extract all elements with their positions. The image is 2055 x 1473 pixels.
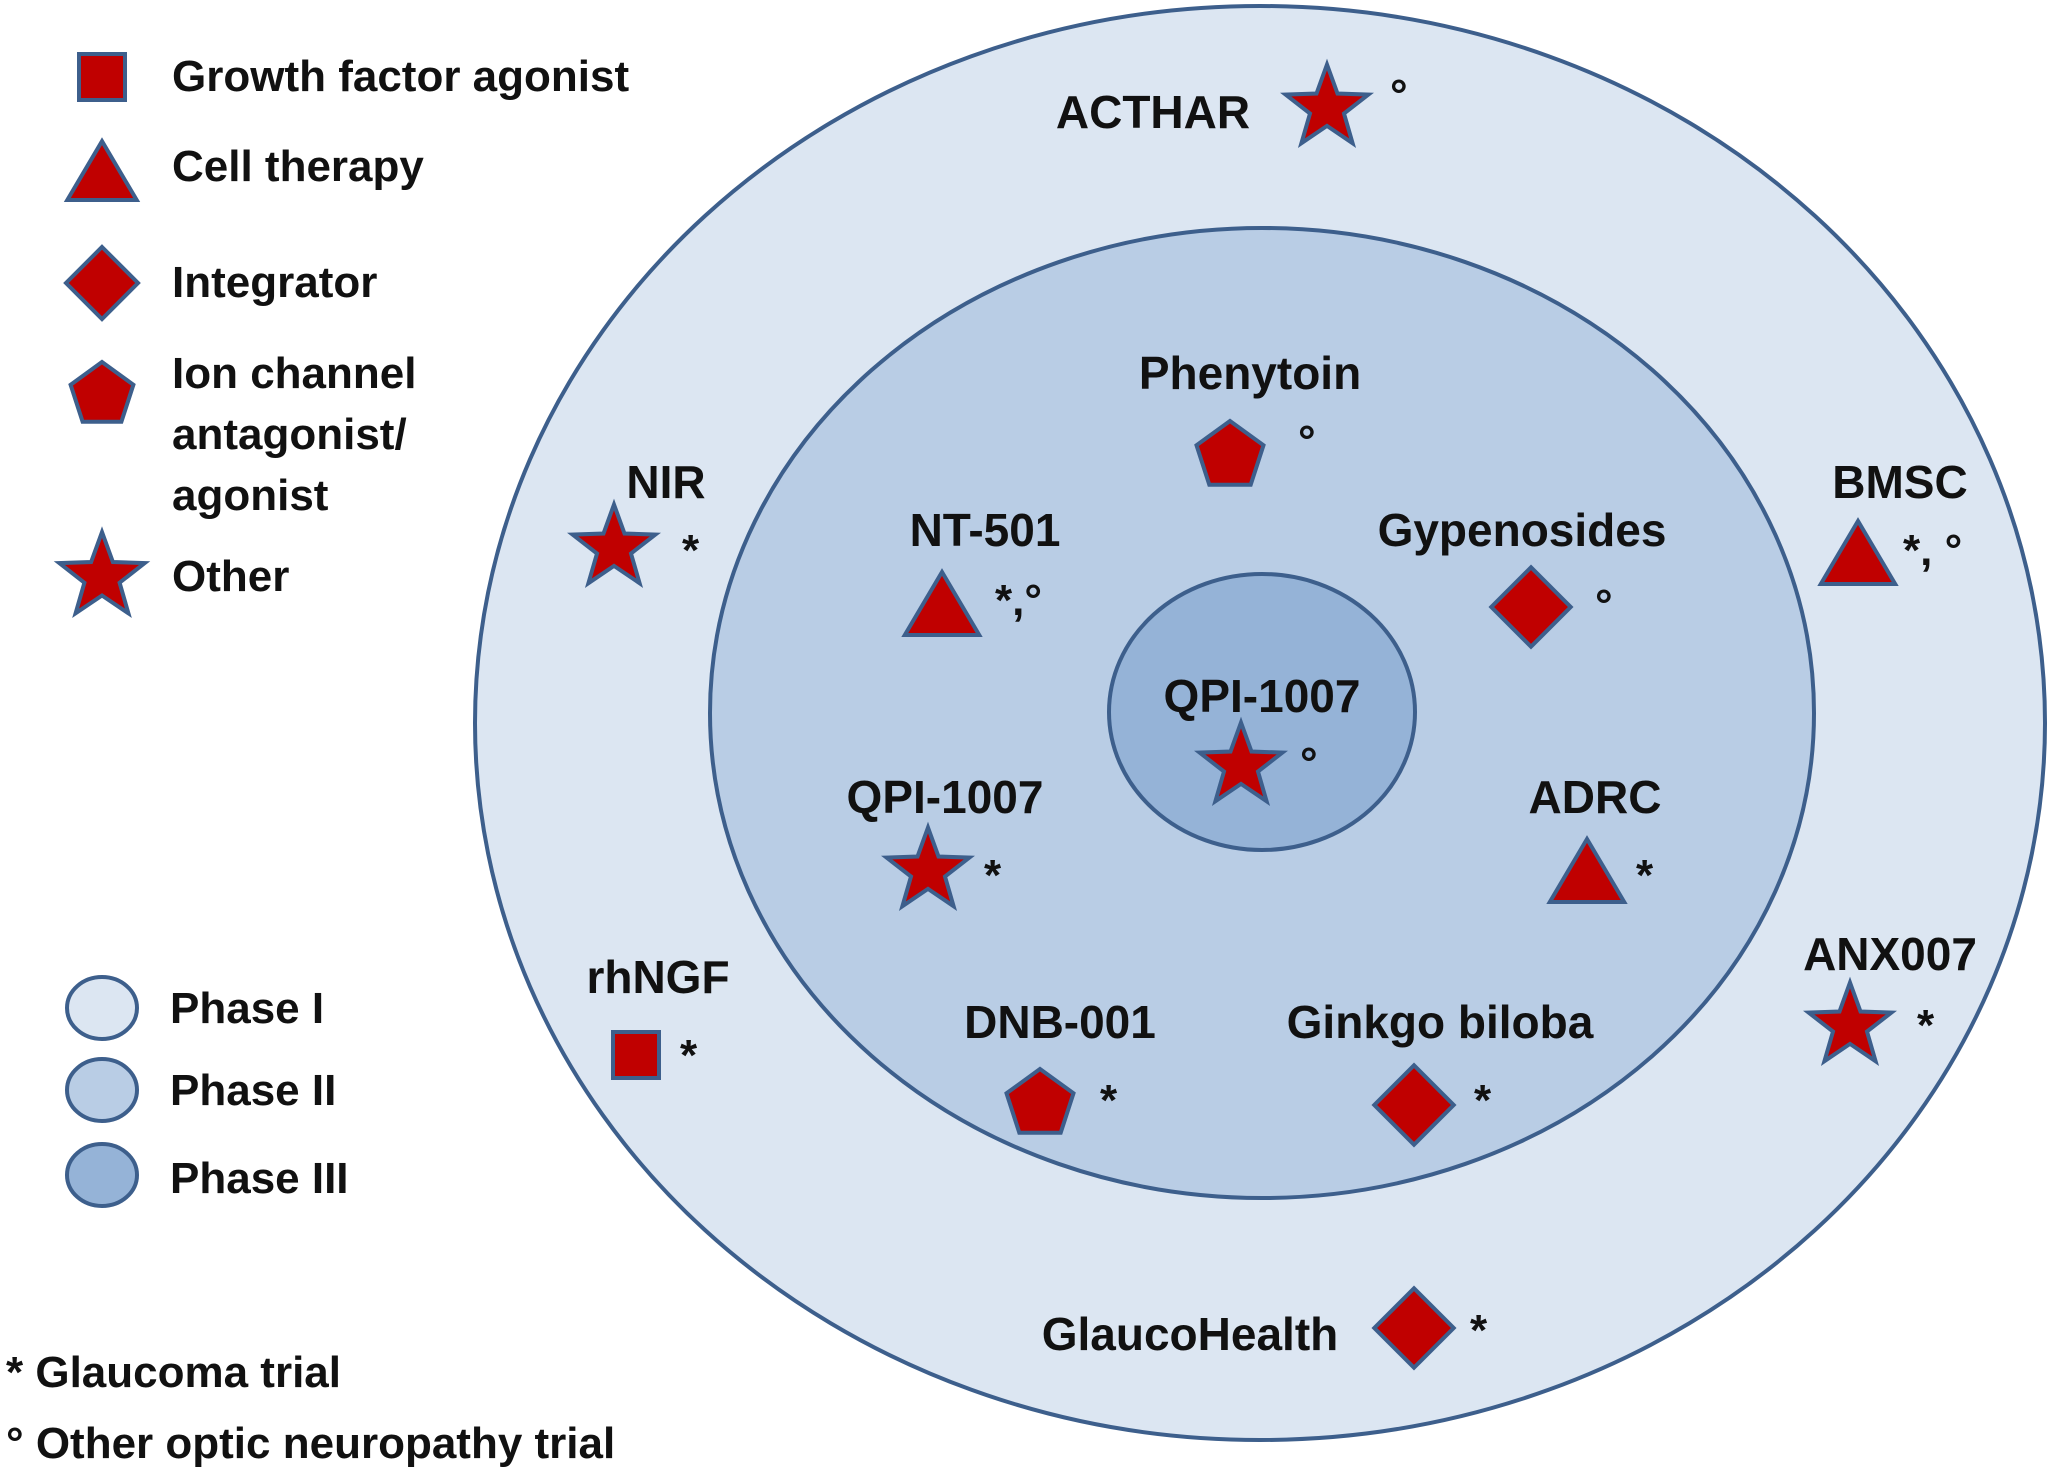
square-icon: [611, 1030, 661, 1080]
legend-label: Cell therapy: [172, 142, 424, 191]
triangle-icon: [1546, 835, 1628, 904]
phase-2-swatch: [65, 1057, 139, 1123]
phase-3-ring: [1107, 572, 1417, 852]
drug-label: ACTHAR: [1056, 86, 1250, 138]
legend-other: Other: [53, 526, 289, 619]
triangle-icon: [1817, 517, 1899, 586]
drug-nir-phase-i: NIR *: [567, 456, 706, 588]
trial-marker: *: [1636, 851, 1654, 900]
star-icon: [1194, 716, 1288, 806]
drug-label: ANX007: [1803, 928, 1977, 980]
trial-marker: *: [1100, 1076, 1118, 1125]
star-icon: [881, 821, 975, 911]
phase-rings: [473, 4, 2047, 1442]
trial-marker: °: [1298, 417, 1316, 466]
pentagon-icon: [1004, 1066, 1076, 1135]
legend-label: Growth factor agonist: [172, 52, 629, 101]
square-icon: [77, 52, 127, 102]
trial-marker: *: [682, 526, 700, 575]
drug-anx007-phase-i: ANX007 *: [1803, 928, 1977, 1066]
diamond-icon: [1371, 1062, 1457, 1148]
legend-label: Integrator: [172, 258, 377, 307]
trial-marker: *: [984, 851, 1002, 900]
legend-label: Other: [172, 552, 289, 601]
drug-gypenosides-phase-ii: Gypenosides °: [1378, 504, 1667, 650]
legend-cell-therapy: Cell therapy: [63, 137, 424, 202]
star-icon: [1280, 58, 1374, 148]
drug-ginkgo-biloba-phase-ii: Ginkgo biloba *: [1287, 996, 1594, 1148]
legend-phase-2: Phase II: [65, 1057, 336, 1123]
drug-label: DNB-001: [964, 996, 1156, 1048]
drug-acthar-phase-i: ACTHAR °: [1056, 58, 1408, 148]
drug-nt-501-phase-ii: NT-501 *,°: [901, 504, 1061, 637]
footnote-other-optic: ° Other optic neuropathy trial: [6, 1419, 615, 1468]
drug-glaucohealth-phase-i: GlaucoHealth *: [1042, 1285, 1488, 1371]
drug-label: Gypenosides: [1378, 504, 1667, 556]
footnotes: * Glaucoma trial ° Other optic neuropath…: [6, 1348, 615, 1468]
trial-marker: *: [1917, 1001, 1935, 1050]
drug-qpi-1007-phase-iii: QPI-1007 °: [1164, 670, 1361, 806]
trial-marker: °: [1595, 581, 1613, 630]
trial-marker: *: [1474, 1076, 1492, 1125]
drug-phenytoin-phase-ii: Phenytoin °: [1139, 347, 1361, 487]
drug-label: BMSC: [1832, 456, 1967, 508]
trial-marker: *,°: [995, 576, 1042, 625]
drug-qpi-1007-phase-ii: QPI-1007 *: [847, 771, 1044, 911]
pentagon-icon: [1194, 418, 1266, 487]
drug-label: NIR: [626, 456, 705, 508]
drug-label: ADRC: [1529, 771, 1662, 823]
mechanism-legend: Growth factor agonist Cell therapy Integ…: [53, 52, 629, 619]
phase-legend: Phase I Phase II Phase III: [65, 975, 349, 1208]
drug-label: Ginkgo biloba: [1287, 996, 1594, 1048]
drug-rhngf-phase-i: rhNGF *: [586, 951, 730, 1080]
drug-dnb-001-phase-ii: DNB-001 *: [964, 996, 1156, 1135]
legend-growth-factor-agonist: Growth factor agonist: [77, 52, 629, 102]
legend-label: Phase II: [170, 1066, 336, 1115]
footnote-glaucoma: * Glaucoma trial: [6, 1348, 341, 1397]
diamond-icon: [1488, 564, 1574, 650]
drug-label: NT-501: [910, 504, 1061, 556]
star-icon: [1803, 976, 1897, 1066]
legend-phase-1: Phase I: [65, 975, 324, 1041]
trial-marker: *: [1470, 1306, 1488, 1355]
trial-marker: *, °: [1903, 526, 1962, 575]
drug-label: QPI-1007: [1164, 670, 1361, 722]
diamond-icon: [63, 244, 141, 322]
drug-adrc-phase-ii: ADRC *: [1529, 771, 1662, 904]
pentagon-icon: [68, 359, 136, 424]
trial-marker: °: [1390, 71, 1408, 120]
trial-marker: *: [680, 1031, 698, 1080]
star-icon: [53, 526, 151, 619]
legend-phase-3: Phase III: [65, 1142, 349, 1208]
triangle-icon: [901, 568, 983, 637]
drug-label: Phenytoin: [1139, 347, 1361, 399]
legend-ion-channel: Ion channel antagonist/ agonist: [68, 349, 429, 520]
legend-label: Phase III: [170, 1154, 349, 1203]
diamond-icon: [1371, 1285, 1457, 1371]
star-icon: [567, 498, 661, 588]
drug-bmsc-phase-i: BMSC *, °: [1817, 456, 1968, 586]
legend-label: Phase I: [170, 984, 324, 1033]
phase-3-swatch: [65, 1142, 139, 1208]
drug-label: GlaucoHealth: [1042, 1308, 1339, 1360]
drug-entries: ACTHAR°NIR*BMSC*, °rhNGF*ANX007*GlaucoHe…: [567, 58, 1977, 1371]
trial-marker: °: [1300, 739, 1318, 788]
legend-integrator: Integrator: [63, 244, 377, 322]
legend-label: Ion channel antagonist/ agonist: [172, 349, 429, 520]
triangle-icon: [63, 137, 141, 202]
drug-label: QPI-1007: [847, 771, 1044, 823]
phase-1-swatch: [65, 975, 139, 1041]
drug-label: rhNGF: [586, 951, 729, 1003]
